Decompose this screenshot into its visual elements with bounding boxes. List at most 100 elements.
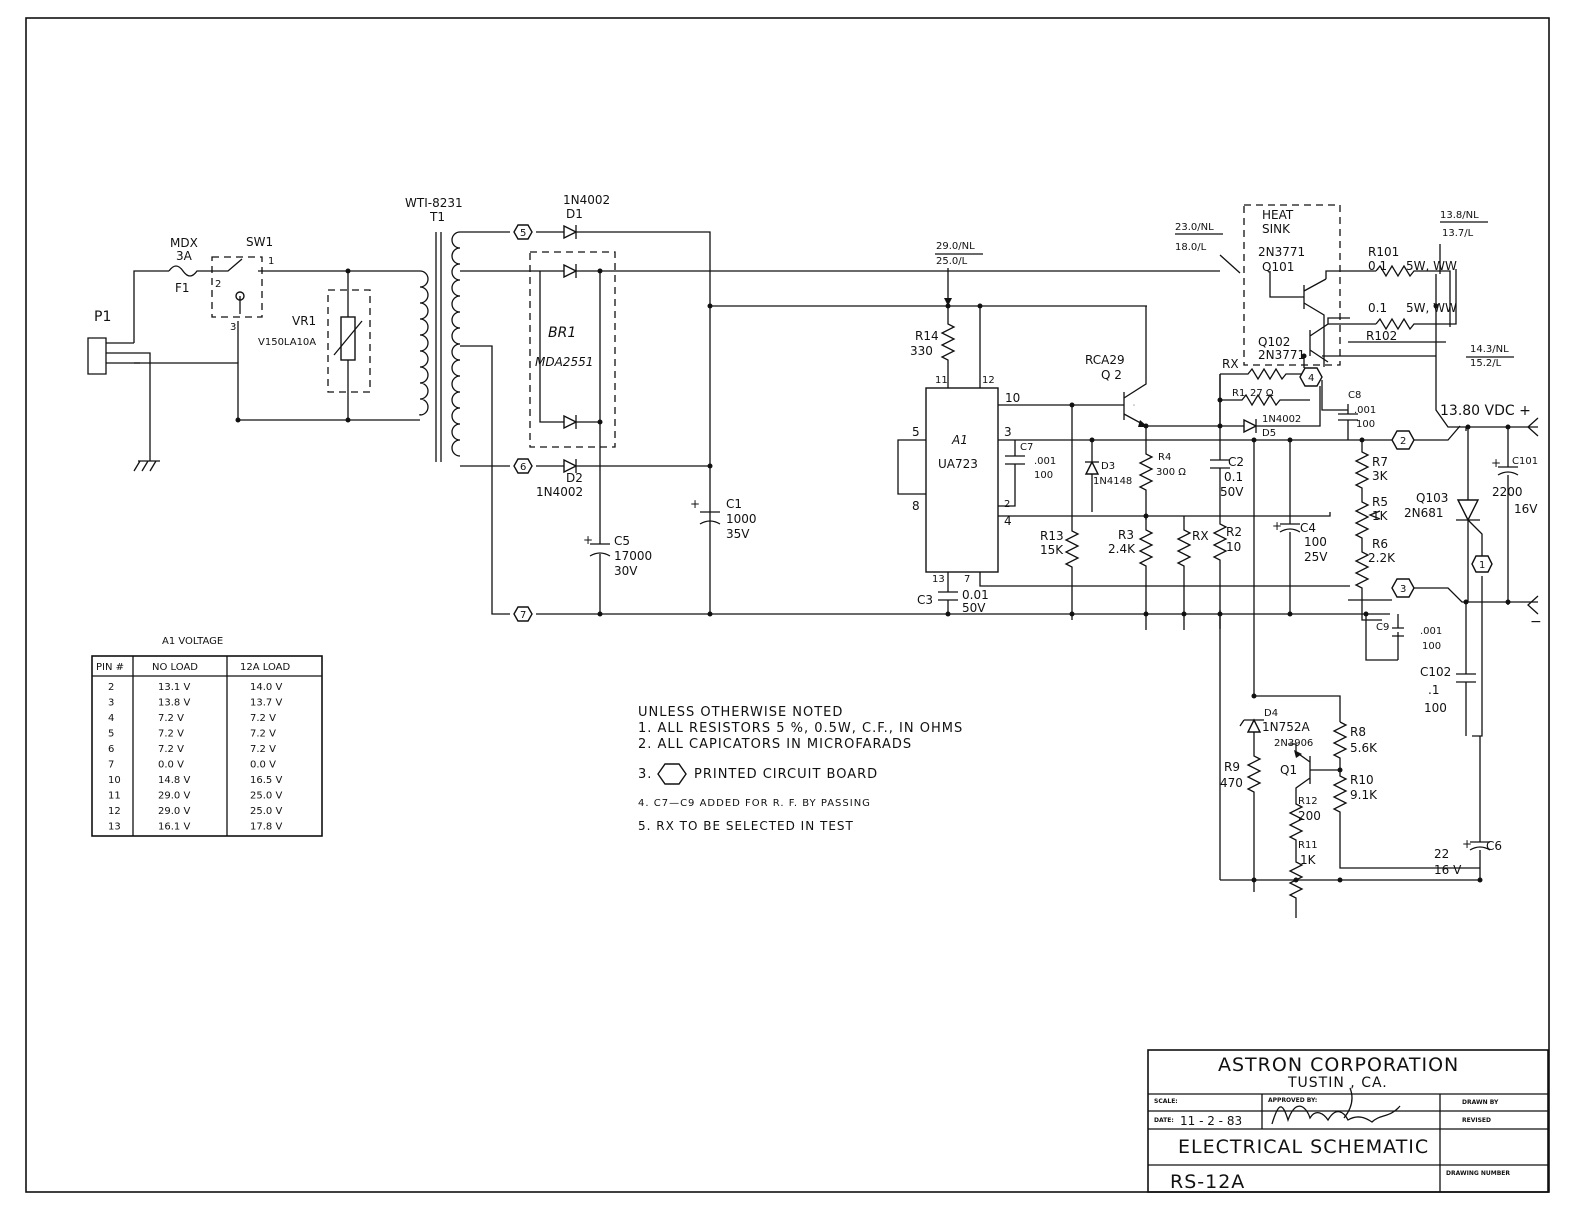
pcb-point-1: 1: [1471, 555, 1493, 573]
br1-label: BR1: [548, 325, 576, 341]
vq102-bottom: 15.2/L: [1470, 358, 1502, 369]
approval-signature: [1271, 1087, 1401, 1125]
c7-label: C7: [1020, 442, 1033, 453]
r101-rating: 5W, WW: [1406, 259, 1457, 273]
q101-part: 2N3771: [1258, 245, 1305, 259]
c5-label: C5: [614, 534, 630, 548]
q1-label: Q1: [1280, 763, 1297, 777]
d4-part: 1N752A: [1262, 720, 1311, 734]
d5-label: D5: [1262, 428, 1276, 439]
r7-value: 3K: [1372, 469, 1389, 483]
c3-voltage: 50V: [962, 601, 986, 615]
c101-plus: +: [1491, 456, 1501, 470]
q102-part: 2N3771: [1258, 348, 1305, 362]
regulator-section: 29.0/NL 25.0/L R14 330 A1 UA723 11 12 10…: [897, 241, 1398, 880]
table-cell-no-load: 13.8 V: [158, 698, 190, 709]
transformer-t1: WTI-8231 T1: [405, 196, 463, 462]
note-3: PRINTED CIRCUIT BOARD: [694, 767, 878, 782]
r13-label: R13: [1040, 529, 1064, 543]
d1-label: D1: [566, 207, 583, 221]
vin-top: 29.0/NL: [936, 241, 975, 252]
r9-value: 470: [1220, 776, 1243, 790]
r102-rating: 5W, WW: [1406, 301, 1457, 315]
a1-pin10: 10: [1005, 391, 1020, 405]
r3-value: 2.4K: [1108, 542, 1136, 556]
pcb-point-6-label: 6: [520, 462, 526, 473]
a1-pin8: 8: [912, 499, 920, 513]
c4-value: 100: [1304, 535, 1327, 549]
c9-label: C9: [1376, 622, 1389, 633]
pcb-point-2: 2: [1391, 430, 1415, 450]
note-4: 4. C7—C9 ADDED FOR R. F. BY PASSING: [638, 798, 871, 809]
r4-value: 300 Ω: [1156, 467, 1186, 478]
vr1-label: VR1: [292, 314, 316, 328]
col-header-12a-load: 12A LOAD: [240, 662, 290, 673]
pcb-point-2-label: 2: [1400, 436, 1406, 447]
table-cell-no-load: 29.0 V: [158, 791, 190, 802]
c4-label: C4: [1300, 521, 1316, 535]
scale-label: SCALE:: [1154, 1098, 1178, 1105]
heat-sink-label2: SINK: [1262, 222, 1291, 236]
col-header-pin: PIN #: [96, 662, 124, 673]
table-cell-pin: 4: [108, 713, 114, 724]
output-section: 13.80 VDC + R7 3K R5 1K R6 2.2K − + C101…: [1348, 403, 1542, 737]
c2-value: 0.1: [1224, 470, 1243, 484]
c102-label: C102: [1420, 665, 1451, 679]
pcb-point-6: 6: [513, 458, 533, 474]
switch-label: SW1: [246, 235, 273, 249]
c8-label: C8: [1348, 390, 1361, 401]
c5-plus: +: [583, 533, 593, 547]
c4-voltage: 25V: [1304, 550, 1328, 564]
c8-value: .001: [1354, 405, 1376, 416]
table-cell-no-load: 7.2 V: [158, 713, 184, 724]
table-cell-pin: 3: [108, 698, 114, 709]
drawing-title: ELECTRICAL SCHEMATIC: [1178, 1136, 1429, 1158]
r102-label: R102: [1366, 329, 1397, 343]
c7-voltage: 100: [1034, 470, 1053, 481]
a1-pin5: 5: [912, 425, 920, 439]
c9-value: .001: [1420, 626, 1442, 637]
d1-part: 1N4002: [563, 193, 610, 207]
table-cell-12a-load: 16.5 V: [250, 775, 282, 786]
table-cell-12a-load: 25.0 V: [250, 791, 282, 802]
r12-value: 200: [1298, 809, 1321, 823]
r12-label: R12: [1298, 796, 1318, 807]
r10-value: 9.1K: [1350, 788, 1378, 802]
r101-label: R101: [1368, 245, 1399, 259]
table-cell-12a-load: 0.0 V: [250, 760, 276, 771]
c6-value: 22: [1434, 847, 1449, 861]
c1-value: 1000: [726, 512, 757, 526]
a1-pin12: 12: [982, 375, 995, 386]
model-number: RS-12A: [1170, 1171, 1245, 1193]
table-cell-12a-load: 13.7 V: [250, 698, 282, 709]
rx2-label: RX: [1222, 357, 1239, 371]
d2-part: 1N4002: [536, 485, 583, 499]
note-3-number: 3.: [638, 767, 652, 782]
d5-part: 1N4002: [1262, 414, 1301, 425]
input-section: P1 MDX 3A F1 SW1 1 2 3 VR1 V150LA10A: [87, 235, 420, 472]
q2-label: Q 2: [1101, 368, 1122, 382]
r8-label: R8: [1350, 725, 1366, 739]
c7-value: .001: [1034, 456, 1056, 467]
c102-value: .1: [1428, 683, 1439, 697]
r10-label: R10: [1350, 773, 1374, 787]
c3-label: C3: [917, 593, 933, 607]
vr1-part: V150LA10A: [258, 337, 316, 348]
c8-voltage: 100: [1356, 419, 1375, 430]
table-cell-pin: 7: [108, 760, 114, 771]
drawn-by-label: DRAWN BY: [1462, 1099, 1499, 1106]
table-cell-pin: 6: [108, 744, 114, 755]
a1-part: UA723: [938, 457, 978, 471]
pcb-point-1-label: 1: [1479, 560, 1485, 571]
r3-label: R3: [1118, 528, 1134, 542]
switch-pin3: 3: [230, 322, 236, 333]
notes: UNLESS OTHERWISE NOTED 1. ALL RESISTORS …: [638, 705, 963, 833]
r1-value: 27 Ω: [1250, 388, 1274, 399]
r8-value: 5.6K: [1350, 741, 1378, 755]
note-1: 1. ALL RESISTORS 5 %, 0.5W, C.F., IN OHM…: [638, 721, 963, 736]
